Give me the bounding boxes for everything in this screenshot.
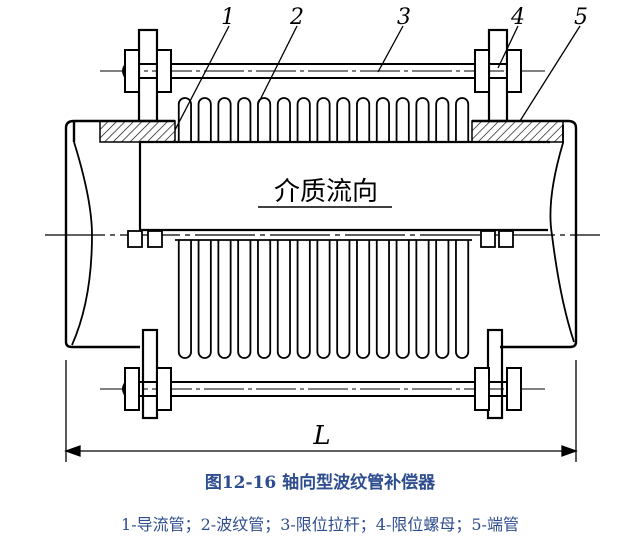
bellows-convolution [435,240,450,359]
bellows-convolution [257,240,272,359]
callout-2: 2 [289,5,304,30]
axis-nut-right [480,230,514,248]
dimension-label: L [312,421,330,451]
bellows-convolution [237,240,252,359]
limit-nut-lower-right [474,367,522,411]
bellows-convolution [336,97,351,142]
bellows-convolution [375,97,390,142]
bellows-convolution [177,240,192,359]
bellows-convolution [336,240,351,359]
callout-3: 3 [397,5,411,30]
bellows-lower [175,239,472,359]
bellows-convolution [356,240,371,359]
bellows-convolution [395,97,410,142]
bellows-convolution [296,240,311,359]
axis-nut-left [127,230,163,248]
bellows-convolution [276,240,291,359]
bellows-convolution [455,97,470,142]
bellows-convolution [197,97,212,142]
limit-nut-upper-left [124,49,172,93]
limit-nut-upper-right [474,49,522,93]
callout-4: 4 [510,5,525,30]
bellows-convolution [415,240,430,359]
left-end-pipe [64,119,175,349]
bellows-convolution [395,240,410,359]
bellows-convolution [197,240,212,359]
bellows-convolution [316,240,331,359]
bellows-convolution [217,240,232,359]
right-flange [486,28,509,420]
bellows-convolution [177,97,192,142]
bellows-upper [175,97,472,143]
bellows-convolution [435,97,450,142]
bellows-convolution [217,97,232,142]
left-flange [137,28,159,420]
callout-1: 1 [221,5,235,30]
right-end-pipe [472,119,578,349]
dimension-line [64,360,578,462]
bellows-convolution [415,97,430,142]
bellows-convolution [455,240,470,359]
figure-caption: 图12-16 轴向型波纹管补偿器 [204,473,436,493]
flow-direction-label: 介质流向 [274,177,378,207]
bellows-convolution [296,97,311,142]
figure-legend: 1-导流管；2-波纹管；3-限位拉杆；4-限位螺母；5-端管 [121,515,519,534]
callout-5: 5 [574,5,588,30]
hatched-weld-left [99,120,176,143]
bellows-convolution [356,97,371,142]
bellows-convolution [276,97,291,142]
bellows-convolution [375,240,390,359]
bellows-convolution [316,97,331,142]
limit-nut-lower-left [124,367,172,411]
bellows-convolution [257,97,272,142]
bellows-convolution [237,97,252,142]
hatched-weld-right [471,120,564,143]
callout-leaders [174,25,581,131]
